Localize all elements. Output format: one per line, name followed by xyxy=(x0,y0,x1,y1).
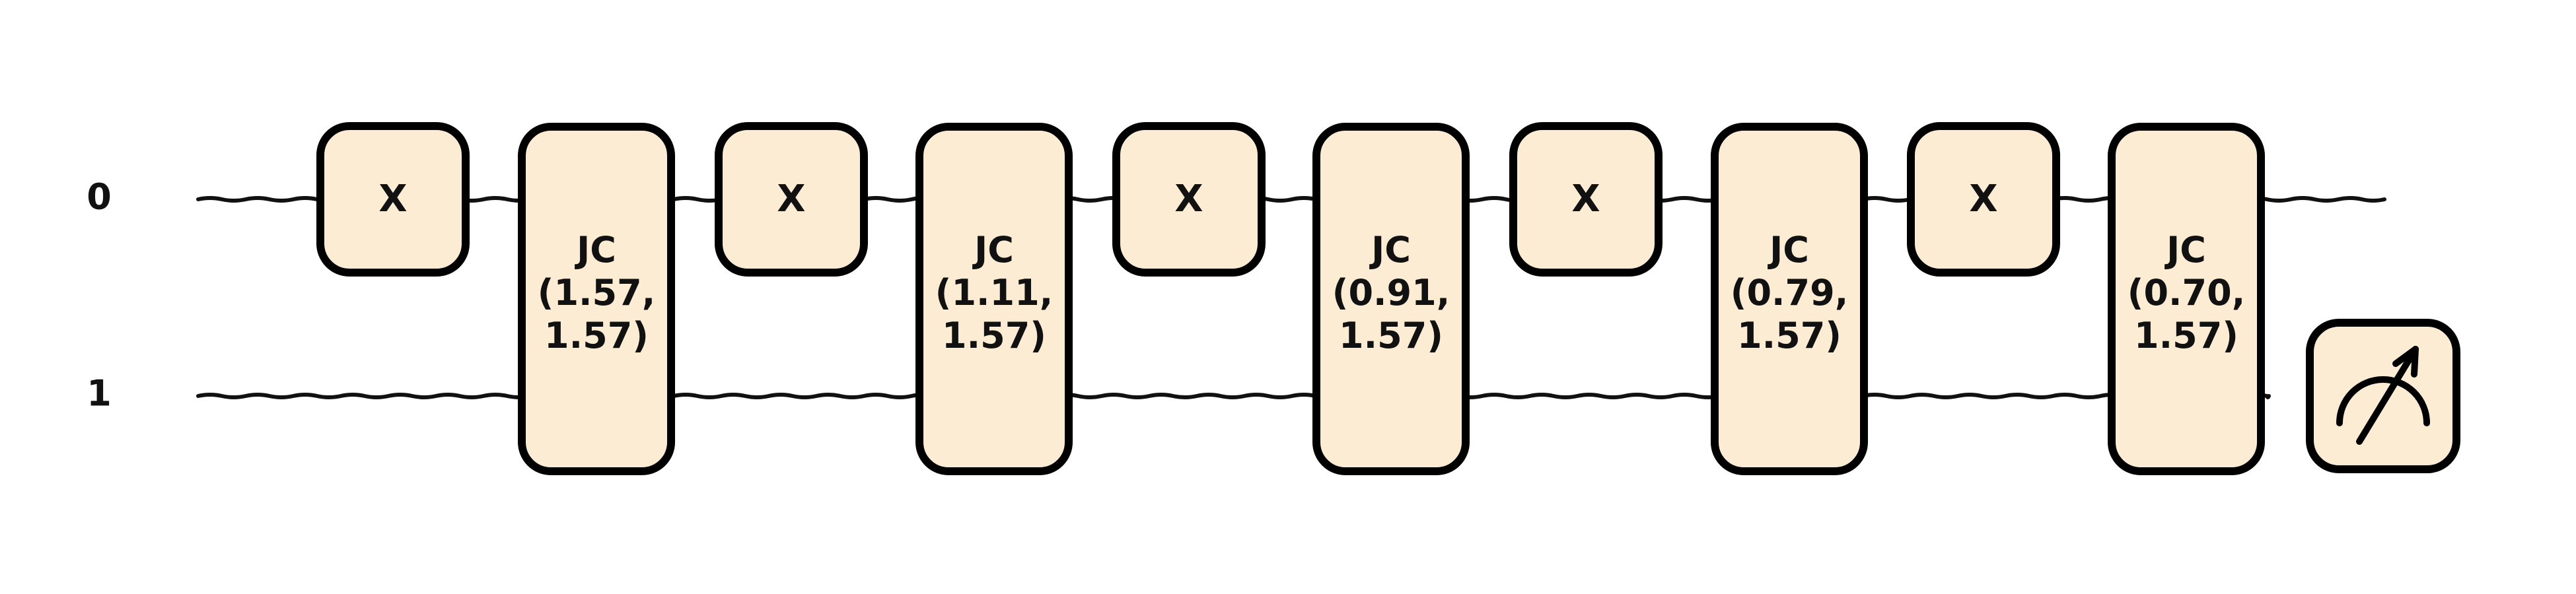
jc-gate-label-line: 1.57) xyxy=(2134,315,2238,356)
jc-gate-label-line: (0.70, xyxy=(2128,272,2245,314)
measurement-gate-box xyxy=(2306,319,2460,473)
jc-gate-label-line: JC xyxy=(2164,229,2206,271)
x-gate-box xyxy=(1509,122,1663,277)
wire-label-0: 0 xyxy=(87,176,112,218)
x-gate-label: X xyxy=(1174,178,1203,220)
jc-gate-label-line: 1.57) xyxy=(1737,315,1842,356)
jc-gate-box xyxy=(1711,123,1868,475)
gates: XJC(1.57,1.57)XJC(1.11,1.57)XJC(0.91,1.5… xyxy=(316,122,2460,475)
jc-gate-label-line: 1.57) xyxy=(942,315,1046,356)
jc-gate-box xyxy=(2108,123,2265,475)
x-gate-label: X xyxy=(1969,178,1997,220)
jc-gate-label-line: 1.57) xyxy=(544,315,649,356)
measurement-meter-icon xyxy=(2336,346,2430,445)
jc-gate-box xyxy=(518,123,675,475)
jc-gate-label-line: (1.11, xyxy=(935,272,1053,314)
jc-gate-label-line: 1.57) xyxy=(1339,315,1443,356)
jc-gate-label-line: JC xyxy=(574,229,616,271)
jc-gate-label-line: JC xyxy=(1369,229,1411,271)
jc-gate-label-line: (0.91, xyxy=(1332,272,1450,314)
qubit-wire-1 xyxy=(196,393,2271,399)
x-gate-label: X xyxy=(1571,178,1600,220)
jc-gate-label-line: (1.57, xyxy=(538,272,655,314)
x-gate-box xyxy=(715,122,868,277)
jc-gate-label-line: JC xyxy=(972,229,1014,271)
jc-gate-box xyxy=(1312,123,1470,475)
x-gate-label: X xyxy=(777,178,805,220)
x-gate-box xyxy=(1112,122,1266,277)
x-gate-box xyxy=(1907,122,2060,277)
wire-label-1: 1 xyxy=(87,373,112,414)
jc-gate-label-line: (0.79, xyxy=(1731,272,1848,314)
jc-gate-label-line: JC xyxy=(1767,229,1809,271)
x-gate-box xyxy=(316,122,470,277)
jc-gate-box xyxy=(915,123,1073,475)
x-gate-label: X xyxy=(378,178,407,220)
